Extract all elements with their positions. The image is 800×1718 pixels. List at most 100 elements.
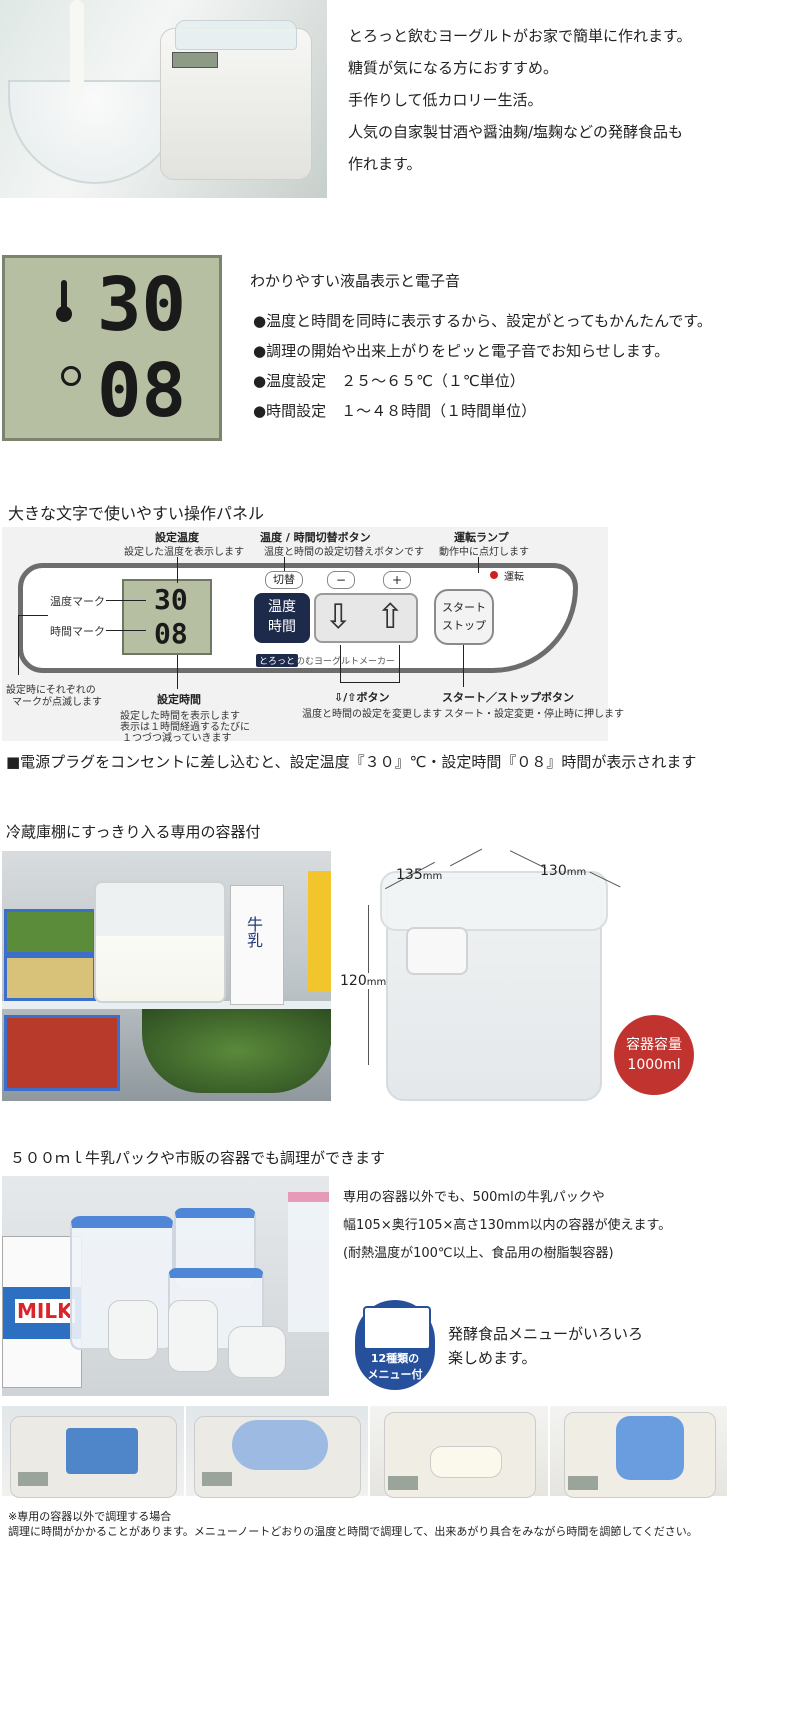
set-temp-line (177, 557, 178, 583)
brand-name: のむヨーグルトメーカー (296, 657, 396, 667)
lcd-section-title: わかりやすい液晶表示と電子音 (250, 272, 461, 290)
pack-line: 幅105×奥行105×高さ130mm以内の容器が使えます。 (343, 1218, 672, 1233)
arrow-buttons (314, 593, 418, 643)
footer-note-1: ※専用の容器以外で調理する場合 (8, 1510, 172, 1523)
depth-value: 130 (540, 863, 567, 879)
menu-badge: 12種類の メニュー付 (355, 1300, 435, 1390)
lid-clip (406, 927, 468, 975)
lcd-time-value: 08 (97, 348, 187, 434)
minus-label: − (327, 571, 355, 589)
thermometer-icon (61, 280, 67, 314)
strip-photo-milk-pack (2, 1406, 184, 1498)
toggle-temp-text: 温度 (268, 599, 296, 615)
panel-section-title: 大きな文字で使いやすい操作パネル (8, 504, 265, 523)
hero-photo (0, 0, 327, 198)
peas-container (4, 909, 96, 955)
menu-line: 楽しめます。 (448, 1349, 537, 1367)
container-section-title: 冷蔵庫棚にすっきり入る専用の容器付 (6, 823, 261, 841)
yogurt-bowl (8, 80, 182, 184)
intro-line: とろっと飲むヨーグルトがお家で簡単に作れます。 (348, 27, 692, 45)
height-label: 120mm (340, 973, 387, 989)
intro-line: 手作りして低カロリー生活。 (348, 91, 543, 109)
capacity-badge: 容器容量 1000ml (614, 1015, 694, 1095)
bracket-vertical (18, 615, 19, 675)
lcd-feature: ●温度設定 ２５～６５℃（１℃単位） (253, 372, 525, 390)
badge-line-2: メニュー付 (367, 1368, 423, 1381)
pack-line: (耐熱温度が100℃以上、食品用の樹脂製容器) (343, 1246, 614, 1261)
start-stop-button[interactable]: スタート ストップ (434, 589, 494, 645)
start-title: スタート／ストップボタン (442, 691, 574, 704)
stop-text: ストップ (442, 619, 486, 632)
containers-photo: MILK (2, 1176, 329, 1396)
strip-photo-blue (550, 1406, 727, 1498)
minus-label-text: − (335, 573, 347, 587)
lcd-feature: ●温度と時間を同時に表示するから、設定がとってもかんたんです。 (253, 312, 712, 330)
lcd-closeup: 30 08 (2, 255, 222, 441)
milk-carton: 牛乳 (230, 885, 284, 1005)
set-time-line (177, 655, 178, 689)
toggle-time-text: 時間 (268, 619, 296, 635)
lcd-feature: ●時間設定 １～４８時間（１時間単位） (253, 402, 537, 420)
run-label: 運転 (504, 572, 524, 583)
panel-diagram: 設定温度 設定した温度を表示します 温度 / 時間切替ボタン 温度と時間の設定切… (2, 527, 624, 744)
set-temp-desc: 設定した温度を表示します (124, 547, 244, 558)
blink-note-1: 設定時にそれぞれの (6, 685, 96, 696)
set-time-desc-3: １つづつ減っていきます (122, 733, 232, 744)
width-unit: mm (422, 871, 443, 882)
temp-mark-line (106, 600, 146, 601)
milk-carton-label: 牛乳 (244, 916, 263, 948)
strip-display (202, 1472, 232, 1486)
bracket-line (18, 615, 48, 616)
temp-mark-label: 温度マーク (50, 595, 105, 608)
down-arrow-icon[interactable]: ⇩ (324, 597, 353, 637)
strip-item (616, 1416, 684, 1480)
strip-photo-cups (370, 1406, 548, 1498)
menu-text: 発酵食品メニューがいろいろ 楽しめます。 (448, 1322, 643, 1370)
panel-lcd-time: 08 (154, 617, 188, 650)
start-text: スタート (442, 601, 486, 614)
milk-pack-text: MILK (15, 1299, 75, 1323)
set-time-title: 設定時間 (157, 693, 201, 706)
switch-label-text: 切替 (273, 573, 295, 586)
plus-label-text: + (391, 573, 403, 587)
set-time-desc-2: 表示は１時間経過するたびに (120, 722, 250, 733)
brand-badge: とろっと (256, 654, 299, 667)
plus-label: + (383, 571, 411, 589)
yogurt-container-photo (94, 881, 226, 1003)
strip-display (18, 1472, 48, 1486)
up-arrow-icon[interactable]: ⇧ (376, 597, 405, 637)
pudding-cup (168, 1300, 218, 1372)
width-arrow-2 (449, 848, 483, 867)
menu-line: 発酵食品メニューがいろいろ (448, 1325, 644, 1343)
temp-time-toggle-button[interactable]: 温度 時間 (254, 593, 310, 643)
yogurt-maker-display (172, 52, 218, 68)
pudding-cup (228, 1326, 286, 1378)
tomato-container (4, 1015, 120, 1091)
width-label: 135mm (396, 867, 442, 883)
clock-icon (61, 366, 81, 386)
set-time-desc-1: 設定した時間を表示します (120, 711, 240, 722)
strip-item (66, 1428, 138, 1474)
strip-photo-round (186, 1406, 368, 1498)
container-lid (380, 871, 608, 931)
arrow-line (340, 645, 400, 683)
pink-container (288, 1192, 329, 1332)
lcd-feature: ●調理の開始や出来上がりをピッと電子音でお知らせします。 (253, 342, 670, 360)
lamp-desc: 動作中に点灯します (439, 547, 529, 558)
panel-lcd: 30 08 (122, 579, 212, 655)
lcd-temp-value: 30 (97, 262, 187, 348)
yogurt-maker-lid (175, 20, 297, 50)
arrow-title: ⇩/⇧ボタン (334, 691, 390, 704)
lamp-line (478, 557, 479, 573)
salad-bowl (142, 1009, 331, 1093)
power-note: ■電源プラグをコンセントに差し込むと、設定温度『３０』℃・設定時間『０８』時間が… (6, 753, 697, 771)
toggle-title: 温度 / 時間切替ボタン (260, 531, 371, 544)
start-line (463, 645, 464, 687)
fridge-photo: 牛乳 (2, 851, 331, 1101)
height-unit: mm (366, 977, 387, 988)
badge-line-1: 12種類の (370, 1352, 420, 1365)
yogurt-maker-photo (160, 28, 312, 180)
lcd-feature-list: ●温度と時間を同時に表示するから、設定がとってもかんたんです。 ●調理の開始や出… (253, 306, 712, 426)
lamp-title: 運転ランプ (454, 531, 509, 544)
capacity-label: 容器容量 (626, 1037, 682, 1053)
